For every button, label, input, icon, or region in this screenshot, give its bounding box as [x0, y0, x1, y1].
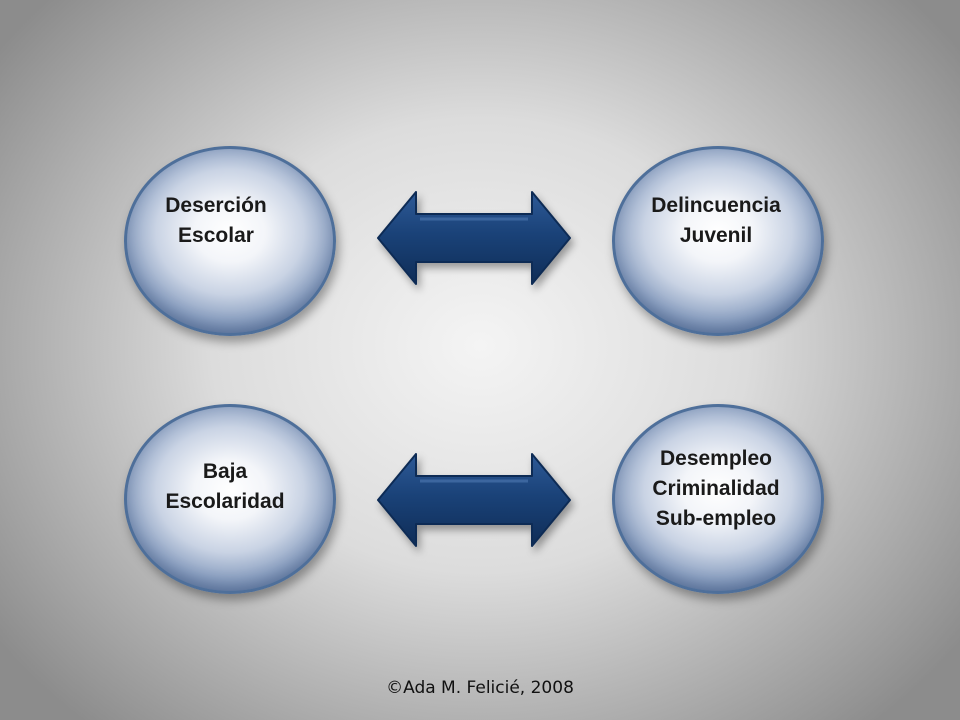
node-desempleo-criminalidad: Desempleo Criminalidad Sub-empleo	[612, 404, 824, 594]
node-label: Deserción Escolar	[165, 194, 267, 247]
node-label: Desempleo Criminalidad Sub-empleo	[652, 447, 780, 530]
node-label: Baja Escolaridad	[165, 460, 285, 513]
double-arrow-top	[377, 191, 571, 285]
node-delincuencia-juvenil: Delincuencia Juvenil	[612, 146, 824, 336]
node-desercion-escolar: Deserción Escolar	[124, 146, 336, 336]
node-label: Delincuencia Juvenil	[651, 194, 781, 247]
double-arrow-bottom	[377, 453, 571, 547]
copyright-footer: ©Ada M. Felicié, 2008	[386, 678, 574, 698]
node-baja-escolaridad: Baja Escolaridad	[124, 404, 336, 594]
